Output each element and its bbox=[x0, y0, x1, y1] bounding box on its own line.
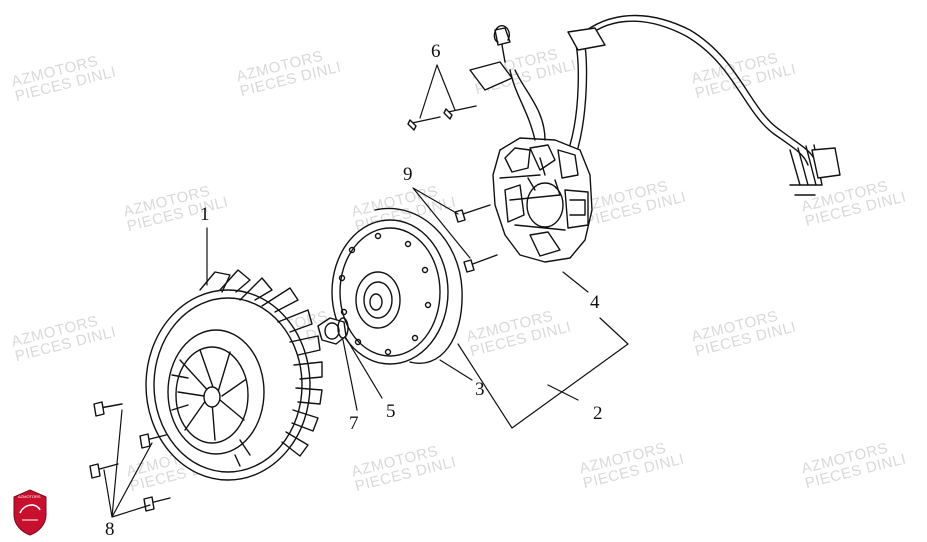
callout-2: 2 bbox=[593, 403, 603, 424]
cooling-fan bbox=[145, 269, 323, 481]
bolts-8 bbox=[89, 401, 171, 512]
callout-8: 8 bbox=[105, 519, 115, 540]
callout-7: 7 bbox=[349, 413, 359, 434]
callout-9: 9 bbox=[403, 164, 413, 185]
flywheel bbox=[331, 207, 463, 365]
nut-and-washer bbox=[317, 317, 349, 345]
bolts-6 bbox=[407, 105, 477, 131]
callout-1: 1 bbox=[200, 204, 210, 225]
leader-lines bbox=[103, 64, 629, 518]
callout-4: 4 bbox=[590, 292, 600, 313]
callout-3: 3 bbox=[475, 379, 485, 400]
callout-5: 5 bbox=[386, 401, 396, 422]
callout-6: 6 bbox=[431, 41, 441, 62]
wire-harness bbox=[469, 14, 841, 196]
logo-text: AZMOTORS bbox=[18, 494, 41, 499]
bolts-9 bbox=[454, 204, 498, 273]
stator bbox=[492, 137, 593, 263]
